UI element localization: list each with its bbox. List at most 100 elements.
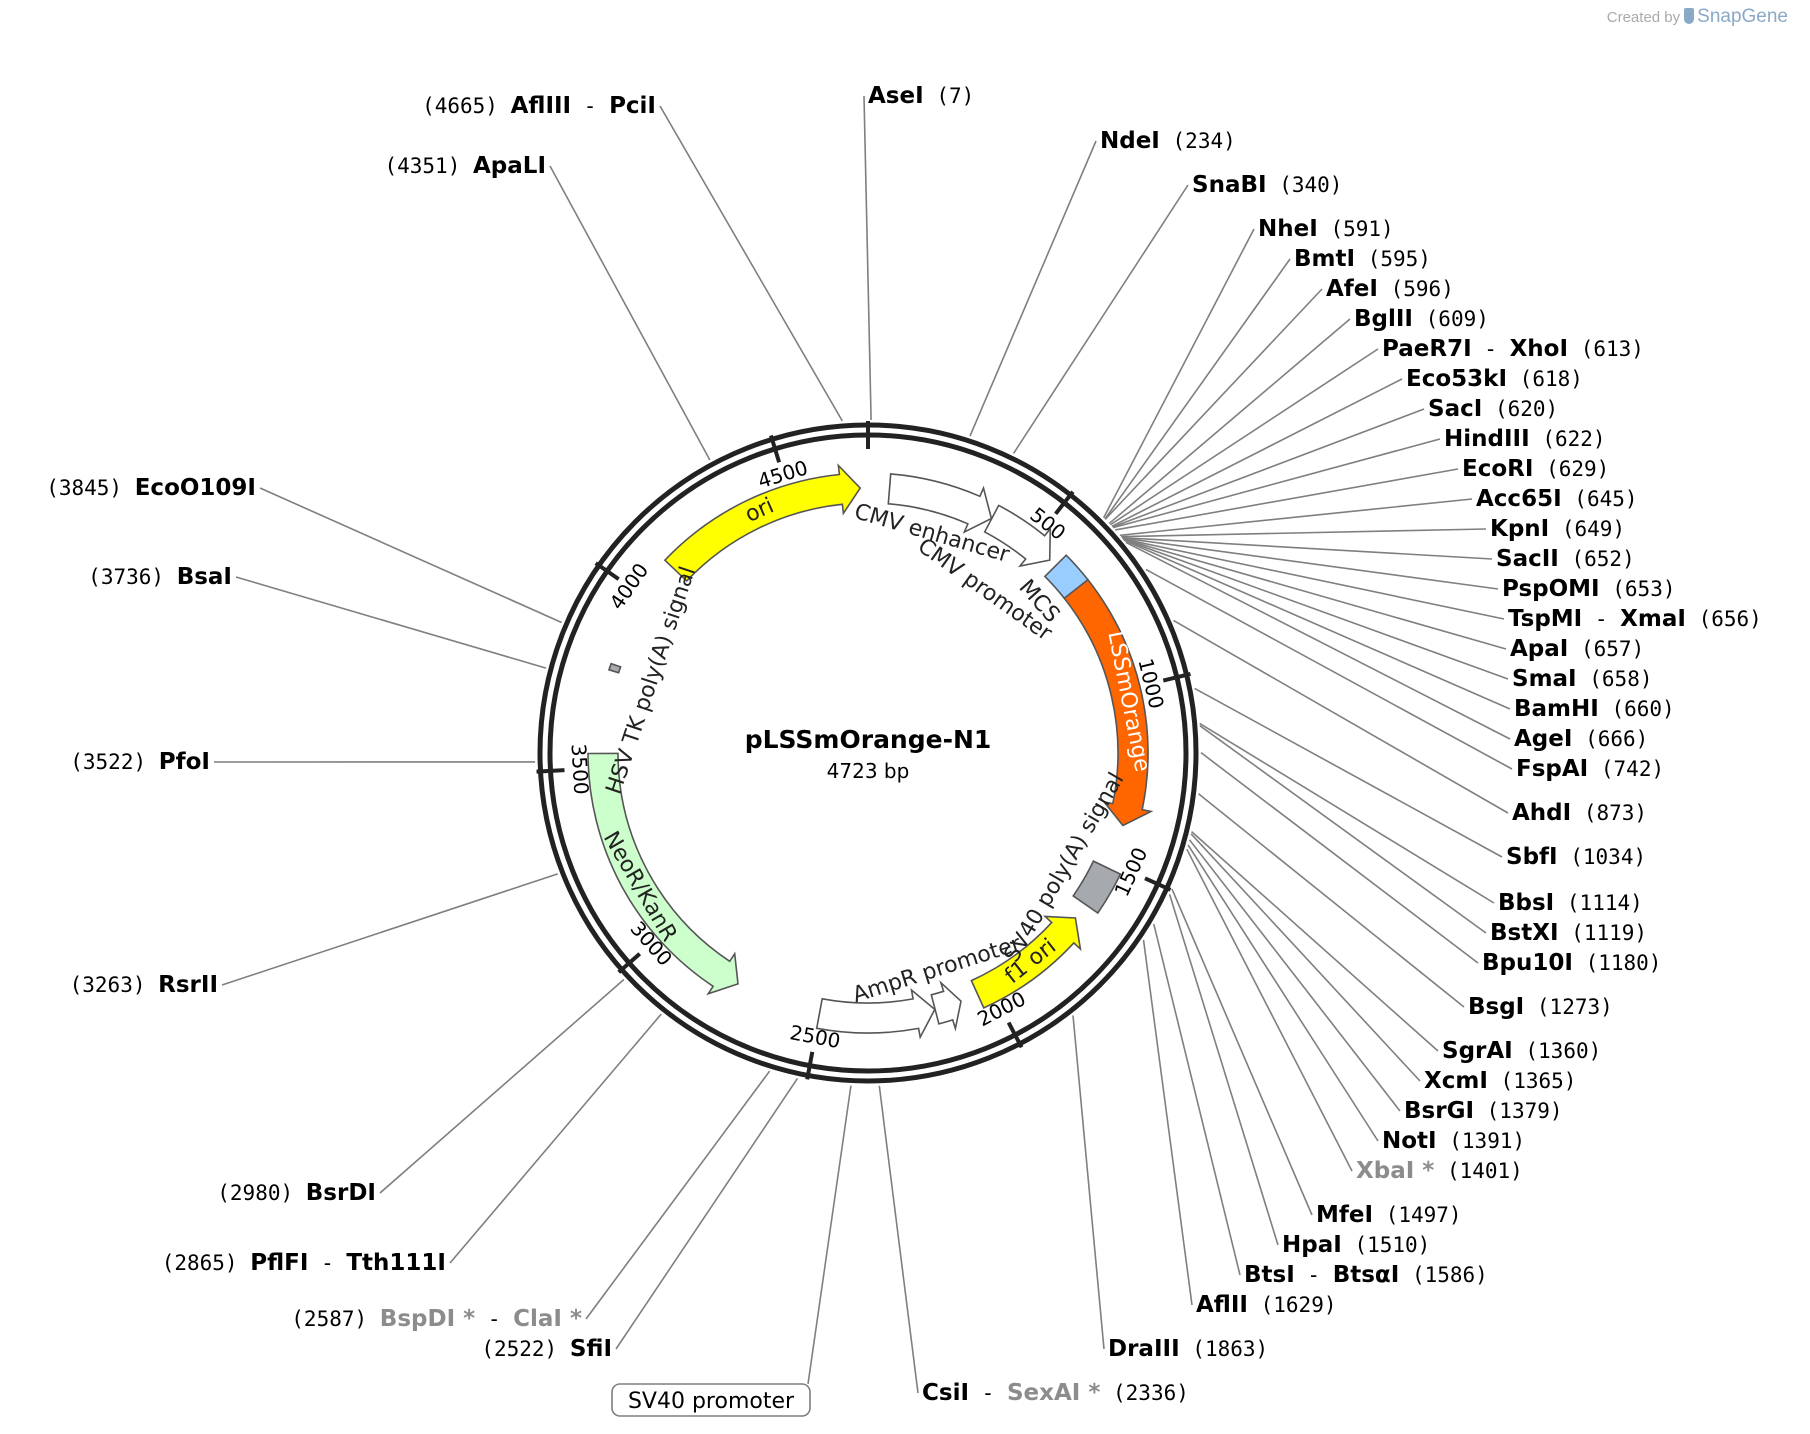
restriction-site: SgrAI (1360): [1442, 1038, 1601, 1064]
site-enzyme-name: AhdI: [1512, 800, 1571, 826]
restriction-site: (4351) ApaLI: [384, 153, 546, 179]
site-position: (3522): [70, 750, 146, 774]
restriction-site: CsiI - SexAI * (2336): [922, 1380, 1189, 1406]
site-enzyme-name: Bpu10I: [1482, 950, 1573, 976]
site-label: (3263) RsrII: [70, 972, 218, 998]
restriction-site: BbsI (1114): [1498, 890, 1643, 916]
restriction-site: SacI (620): [1428, 396, 1558, 422]
site-enzyme-name: ClaI *: [513, 1306, 582, 1332]
site-enzyme-name: SgrAI: [1442, 1038, 1513, 1064]
spacer: [1573, 951, 1586, 975]
site-position: (234): [1173, 129, 1236, 153]
site-leader: [1197, 793, 1465, 1008]
site-position: (2336): [1113, 1381, 1189, 1405]
site-leader: [259, 487, 562, 624]
site-label: BstXI (1119): [1490, 920, 1647, 946]
restriction-site: (2980) BsrDI: [217, 1180, 376, 1206]
site-leader-lines: [213, 95, 1513, 1394]
site-position: (660): [1611, 697, 1674, 721]
site-leader: [1122, 537, 1499, 590]
separator: -: [969, 1381, 1007, 1405]
site-leader: [1187, 844, 1379, 1142]
site-leader: [1123, 538, 1509, 680]
site-position: (609): [1426, 307, 1489, 331]
site-leader: [1125, 541, 1511, 740]
site-enzyme-name: SfiI: [570, 1336, 612, 1362]
restriction-site: BglII (609): [1354, 306, 1489, 332]
plasmid-name: pLSSmOrange-N1: [745, 725, 992, 754]
restriction-site: (3845) EcoO109I: [46, 475, 256, 501]
site-position: (613): [1581, 337, 1644, 361]
site-label: HpaI (1510): [1282, 1232, 1430, 1258]
separator: -: [1472, 337, 1510, 361]
site-label: BglII (609): [1354, 306, 1489, 332]
site-position: (1365): [1501, 1069, 1577, 1093]
site-label: BsrGI (1379): [1404, 1098, 1563, 1124]
site-label: TspMI - XmaI (656): [1508, 606, 1762, 632]
restriction-site: (4665) AflIII - PciI: [422, 93, 656, 119]
site-position: (620): [1495, 397, 1558, 421]
site-label: Bpu10I (1180): [1482, 950, 1661, 976]
site-enzyme-name: BmtI: [1294, 246, 1355, 272]
site-label: SgrAI (1360): [1442, 1038, 1601, 1064]
site-label: AseI (7): [868, 83, 974, 109]
site-enzyme-name: PflFI: [250, 1250, 308, 1276]
spacer: [367, 1307, 380, 1331]
site-leader: [379, 978, 625, 1194]
site-label: (2522) SfiI: [481, 1336, 612, 1362]
spacer: [1267, 173, 1280, 197]
site-label: XcmI (1365): [1424, 1068, 1576, 1094]
site-label: BtsI - BtsαI (1586): [1244, 1262, 1488, 1288]
site-leader: [1123, 539, 1511, 710]
site-label: SacII (652): [1496, 546, 1635, 572]
spacer: [1568, 637, 1581, 661]
site-position: (1114): [1567, 891, 1643, 915]
spacer: [1437, 1129, 1450, 1153]
site-label: FspAI (742): [1516, 756, 1664, 782]
restriction-site: ApaI (657): [1510, 636, 1644, 662]
site-position: (645): [1574, 487, 1637, 511]
site-position: (4351): [384, 154, 460, 178]
site-leader: [1190, 833, 1421, 1082]
spacer: [1180, 1337, 1193, 1361]
site-enzyme-name: BsgI: [1468, 994, 1524, 1020]
created-by-text: Created by: [1606, 9, 1681, 26]
site-leader: [1112, 438, 1441, 529]
site-label: AgeI (666): [1514, 726, 1648, 752]
site-position: (622): [1542, 427, 1605, 451]
site-label: HindIII (622): [1444, 426, 1606, 452]
restriction-site: Acc65I (645): [1476, 486, 1638, 512]
site-label: PaeR7I - XhoI (613): [1382, 336, 1644, 362]
spacer: [293, 1181, 306, 1205]
restriction-site: BamHI (660): [1514, 696, 1675, 722]
site-position: (1497): [1386, 1203, 1462, 1227]
site-leader: [878, 1085, 919, 1394]
site-enzyme-name: DraIII: [1108, 1336, 1180, 1362]
restriction-site: AseI (7): [868, 83, 974, 109]
site-label: NotI (1391): [1382, 1128, 1525, 1154]
site-label: (3845) EcoO109I: [46, 475, 256, 501]
spacer: [1355, 247, 1368, 271]
site-leader: [585, 1070, 771, 1320]
site-position: (2980): [217, 1181, 293, 1205]
spacer: [1599, 697, 1612, 721]
separator: -: [1582, 607, 1620, 631]
sv40-promoter-leader: [807, 1085, 852, 1385]
spacer: [1558, 845, 1571, 869]
site-enzyme-name: AgeI: [1514, 726, 1572, 752]
site-enzyme-name: Tth111I: [346, 1250, 446, 1276]
spacer: [1533, 457, 1546, 481]
restriction-site: PaeR7I - XhoI (613): [1382, 336, 1644, 362]
site-enzyme-name: SbfI: [1506, 844, 1558, 870]
site-position: (7): [936, 84, 974, 108]
spacer: [924, 84, 937, 108]
restriction-site: (2522) SfiI: [481, 1336, 612, 1362]
site-enzyme-name: BamHI: [1514, 696, 1599, 722]
restriction-site: (3522) PfoI: [70, 749, 210, 775]
feature-neor-kanr: [587, 752, 739, 996]
spacer: [1318, 217, 1331, 241]
site-enzyme-name: SnaBI: [1192, 172, 1267, 198]
spacer: [1588, 757, 1601, 781]
restriction-site-labels: AseI (7)NdeI (234)SnaBI (340)NheI (591)B…: [46, 83, 1762, 1406]
